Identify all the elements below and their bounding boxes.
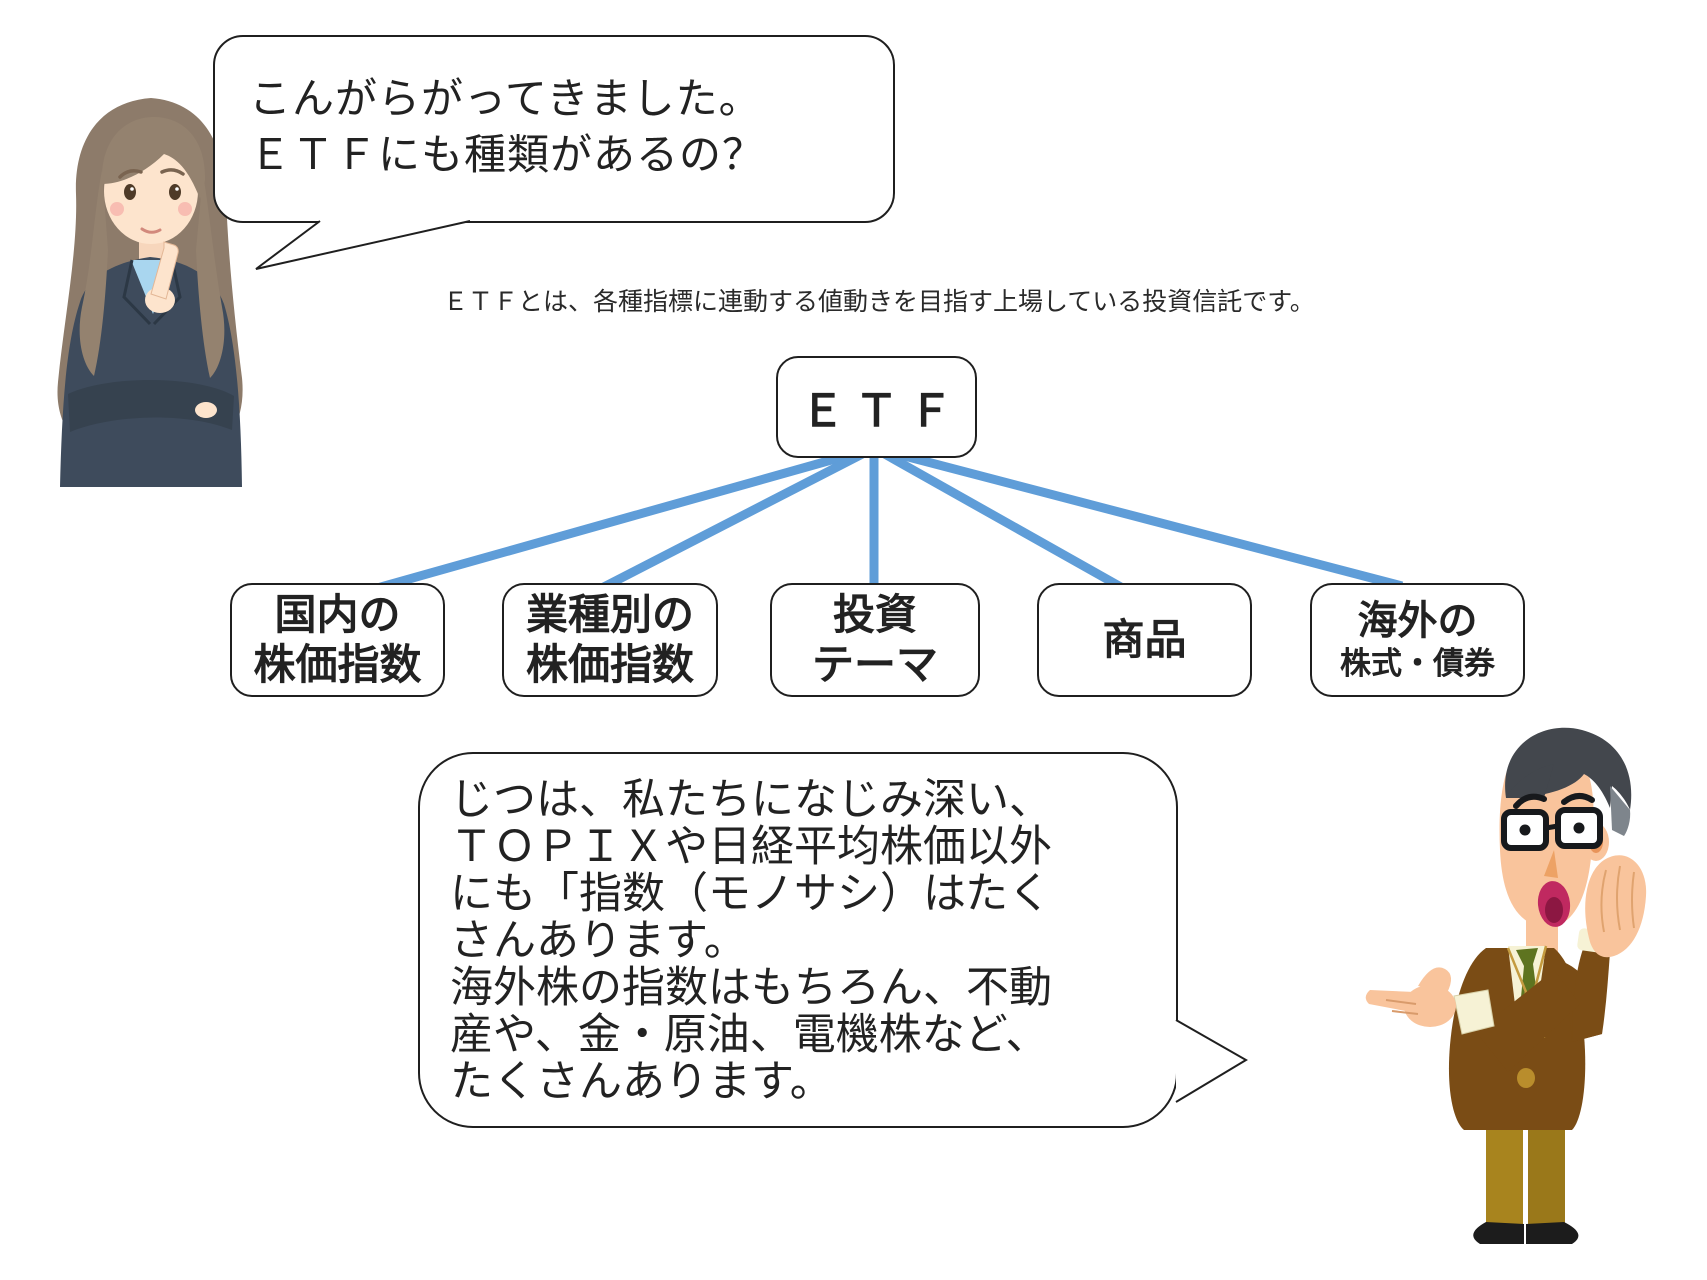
speech-bubble-tail	[1175, 1019, 1248, 1103]
man-speech-line: さんあります。	[450, 916, 747, 966]
woman-speech-line: ＥＴＦにも種類があるの？	[249, 130, 766, 179]
man-speech-line: じつは、私たちになじみ深い、	[450, 775, 1052, 825]
diagram-root-etf-box: ＥＴＦ	[776, 356, 977, 458]
man-character-illustration	[1365, 727, 1647, 1244]
etf-definition-text: ＥＴＦとは、各種指標に連動する値動きを目指す上場している投資信託です。	[443, 287, 1315, 316]
man-speech-line: ＴＯＰＩＸや日経平均株価以外	[450, 822, 1052, 872]
man-speech-line: たくさんあります。	[450, 1057, 833, 1107]
diagram-node-investment-theme: 投資 テーマ	[770, 583, 980, 697]
woman-character-illustration	[57, 98, 243, 487]
man-speech-line: 海外株の指数はもちろん、不動	[450, 963, 1052, 1013]
diagram-node-commodities: 商品	[1037, 583, 1252, 697]
diagram-root-label: ＥＴＦ	[800, 386, 963, 437]
diagram-node-foreign-stocks-bonds: 海外の 株式・債券	[1310, 583, 1525, 697]
woman-speech-bubble: こんがらがってきました。 ＥＴＦにも種類があるの？	[213, 35, 895, 223]
man-speech-bubble: じつは、私たちになじみ深い、 ＴＯＰＩＸや日経平均株価以外 にも「指数（モノサシ…	[418, 752, 1178, 1128]
man-speech-line: にも「指数（モノサシ）はたく	[450, 869, 1052, 919]
woman-speech-line: こんがらがってきました。	[249, 74, 762, 123]
man-speech-line: 産や、金・原油、電機株など、	[450, 1010, 1049, 1060]
diagram-node-domestic-index: 国内の 株価指数	[230, 583, 445, 697]
speech-bubble-tail	[255, 220, 471, 270]
diagram-node-sector-index: 業種別の 株価指数	[502, 583, 718, 697]
